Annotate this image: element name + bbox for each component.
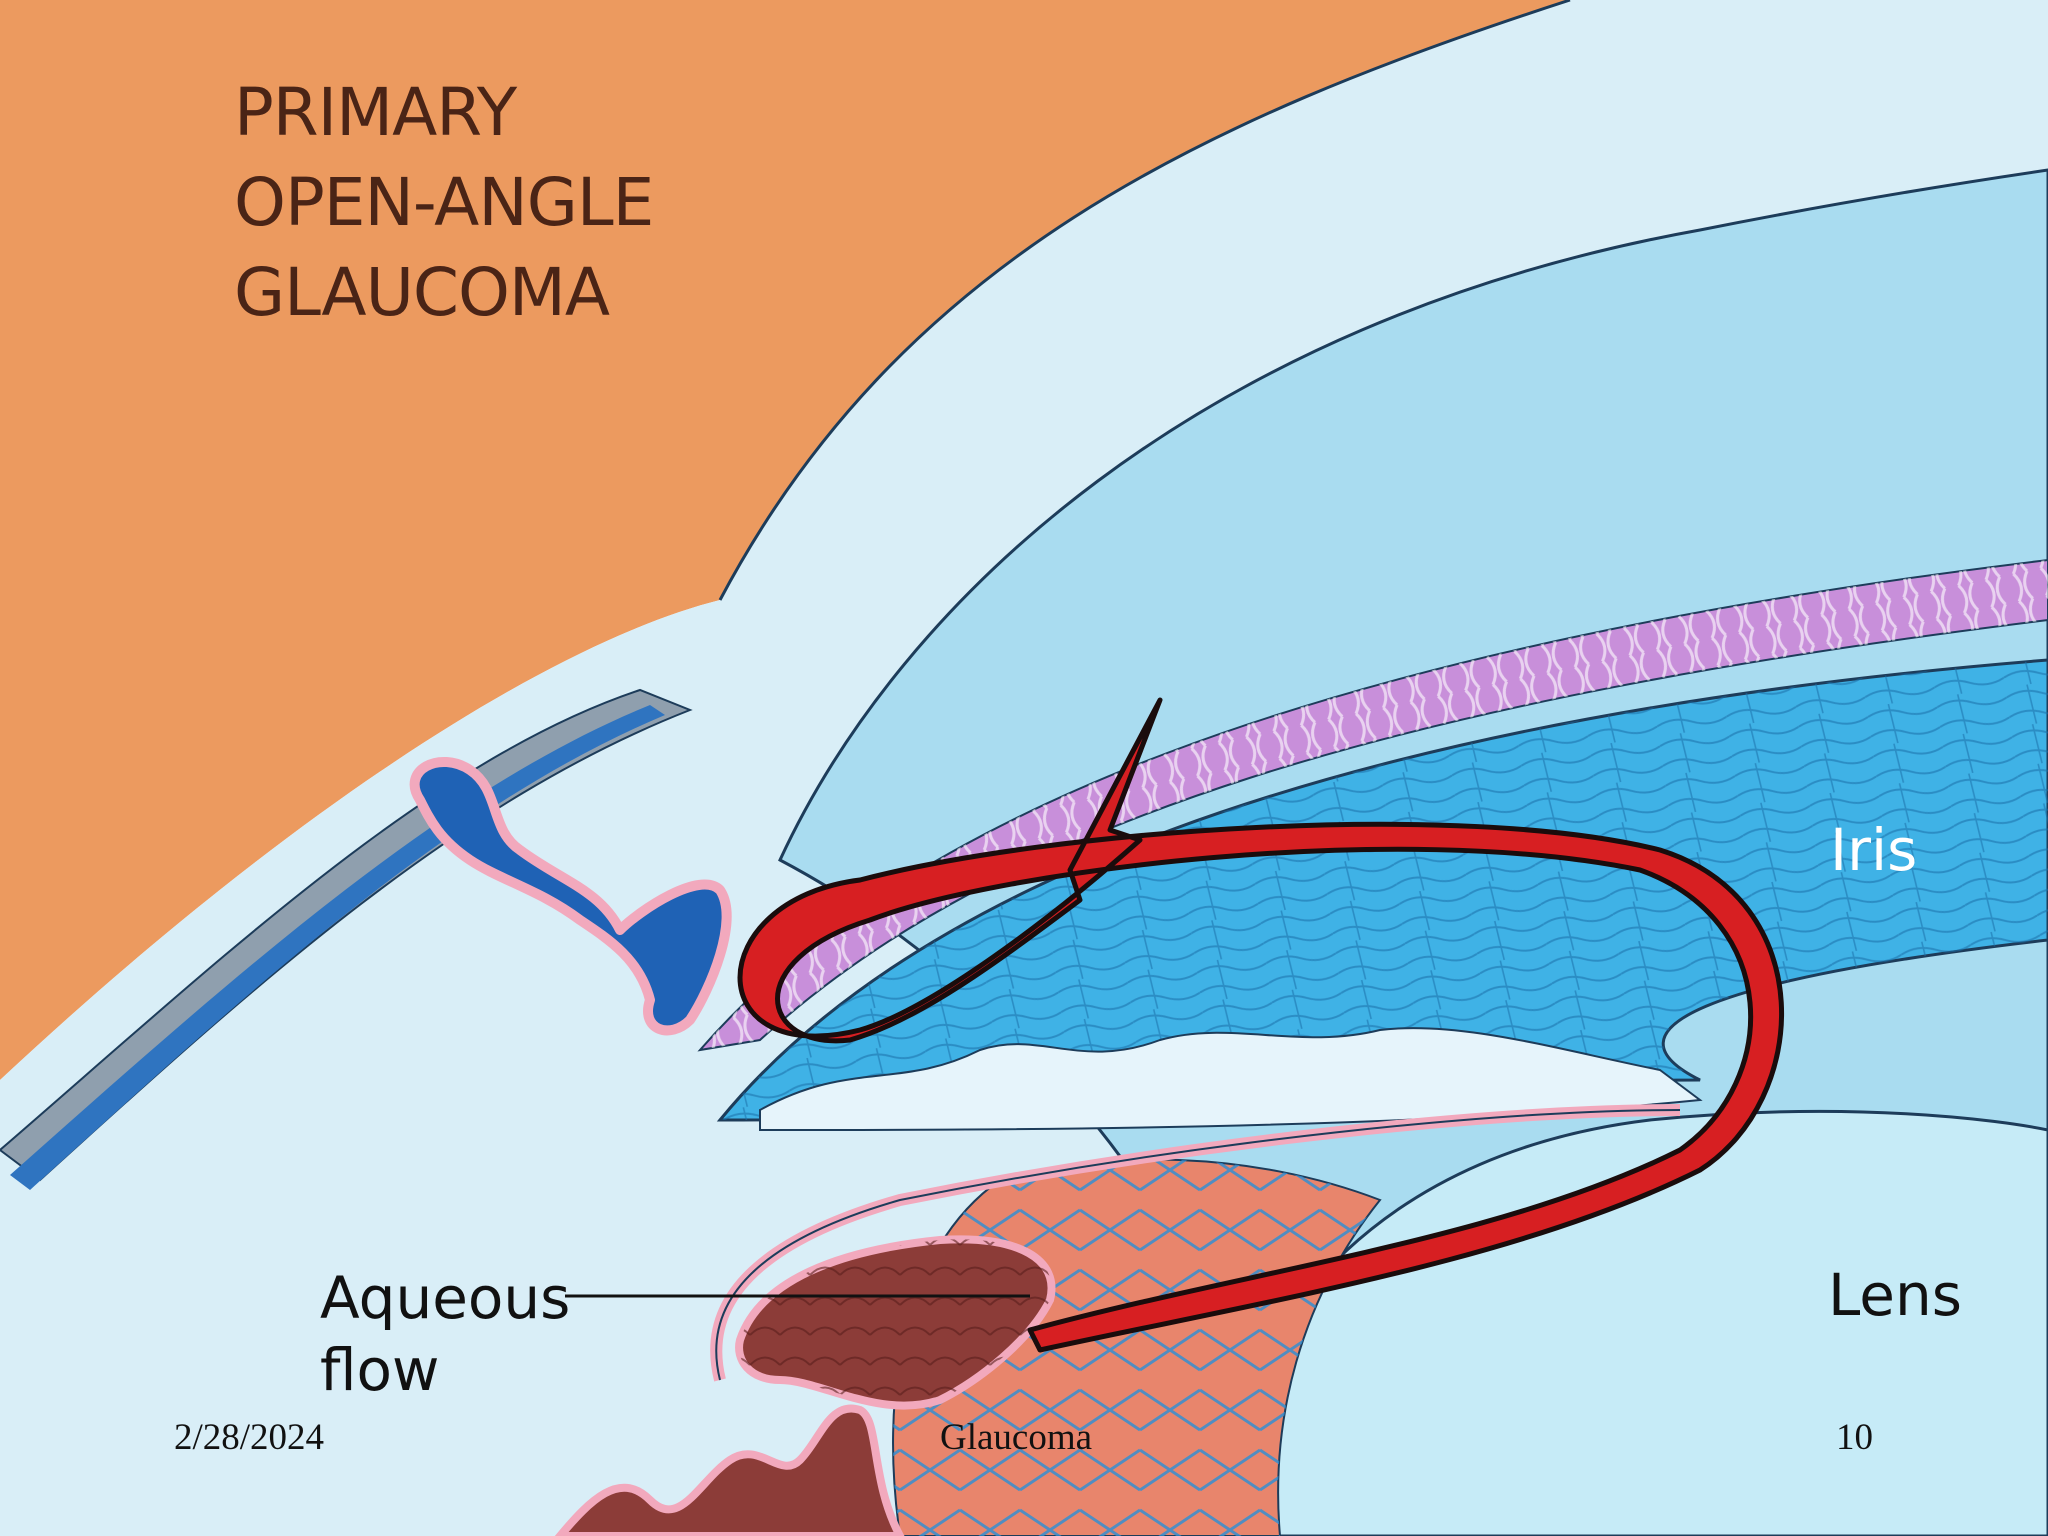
iris-posterior-edge [759,1027,1703,1132]
limbus-blue-stripe [10,705,665,1190]
cornea-outer-line [718,0,1571,601]
schlemms-canal [409,756,732,1036]
sclera-region [0,0,1570,1080]
diagram-title-line2: OPEN-ANGLE [234,164,653,241]
footer-title: Glaucoma [940,1417,1093,1458]
footer-date: 2/28/2024 [174,1417,325,1458]
aqueous-flow-label-line2: flow [320,1336,439,1404]
aqueous-flow-arrow [737,697,1785,1353]
lens-label: Lens [1828,1261,1962,1329]
diagram-title-line3: GLAUCOMA [234,254,610,331]
diagram-title: PRIMARY [234,74,518,151]
iris-label: Iris [1830,816,1917,884]
ciliary-folds [554,1404,905,1536]
footer-page-number: 10 [1836,1417,1873,1458]
aqueous-flow-label: Aqueous [320,1264,570,1332]
